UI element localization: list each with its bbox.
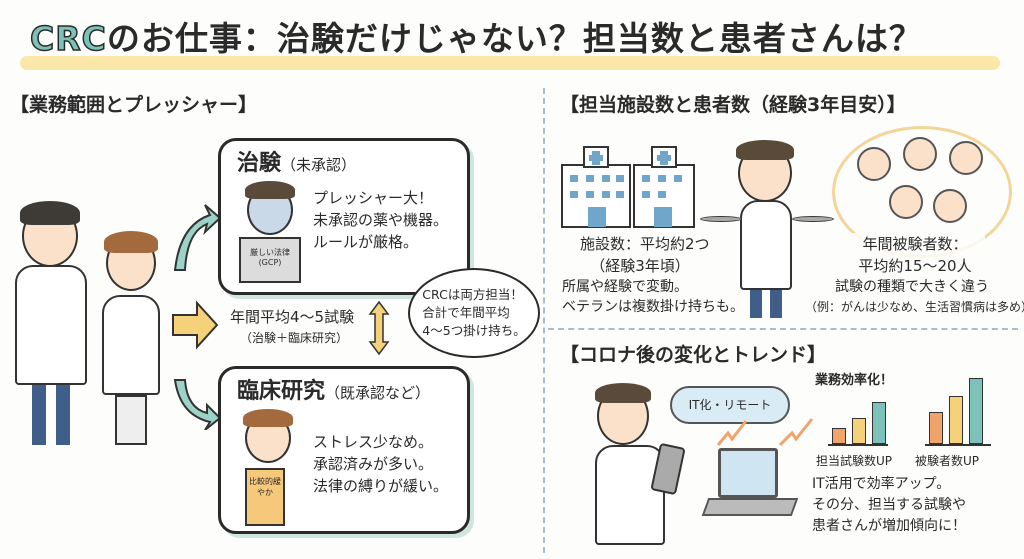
bar [832, 428, 846, 444]
cloud-icon: IT化・リモート [670, 386, 790, 424]
facility-count: 施設数：平均約2つ（経験3年頃） [580, 235, 710, 275]
trial-box: 治験（未承認） 厳しい法律(GCP) プレッシャー大！未承認の薬や機器。ルールが… [218, 138, 470, 295]
cloud-label: IT化・リモート [688, 398, 772, 412]
laptop-keyboard [701, 498, 799, 516]
hospital-icon [561, 146, 695, 228]
bar [969, 378, 983, 444]
annual-trials: 年間平均4〜5試験 [230, 308, 355, 326]
trials-up-label: 担当試験数UP [816, 454, 893, 468]
trial-description: プレッシャー大！未承認の薬や機器。ルールが厳格。 [313, 189, 449, 251]
bar [949, 396, 963, 444]
bar [852, 418, 866, 444]
facilities-heading: 【担当施設数と患者数（経験3年目安）】 [560, 94, 906, 116]
arrow-down-icon [173, 379, 220, 430]
title-crc: CRC [29, 18, 107, 59]
research-description: ストレス少なめ。承認済みが多い。法律の縛りが緩い。 [313, 433, 449, 495]
laptop-icon [718, 448, 778, 498]
bar [929, 412, 943, 444]
bar [872, 402, 886, 444]
page-title: CRCのお仕事：治験だけじゃない？担当数と患者さんは？ [29, 12, 923, 60]
horizontal-divider [548, 328, 1018, 330]
trend-description: IT活用で効率アップ。その分、担当する試験や患者さんが増加傾向に！ [812, 476, 966, 534]
vertical-divider [543, 88, 545, 553]
patient-note: 試験の種類で大きく違う [835, 279, 989, 295]
trials-up-chart [828, 400, 888, 446]
trial-title: 治験（未承認） [232, 145, 361, 177]
crc-holding-trays-illustration [700, 138, 834, 323]
patients-up-label: 被験者数UP [915, 454, 980, 468]
crc-with-tablet-illustration [585, 383, 695, 545]
annual-trials-note: （治験＋臨床研究） [240, 331, 349, 345]
patient-note-example: （例：がんは少なめ、生活習慣病は多め）。 [805, 300, 1024, 314]
book-gcp: 厳しい法律(GCP) [239, 237, 301, 283]
arrows-illustration [172, 204, 220, 430]
crc-staff-illustration [10, 195, 170, 455]
research-box: 臨床研究（既承認など） 比較的緩やか ストレス少なめ。承認済みが多い。法律の縛り… [218, 366, 470, 534]
stressed-staff-illustration: 厳しい法律(GCP) [235, 181, 305, 285]
facility-note: 所属や経験で変動。ベテランは複数掛け持ちも。 [562, 279, 744, 315]
title-text: のお仕事：治験だけじゃない？担当数と患者さんは？ [106, 19, 923, 58]
patient-count: 年間被験者数：平均約15〜20人 [845, 233, 985, 277]
arrow-right-icon [172, 300, 219, 350]
double-arrow-icon [368, 300, 390, 356]
trend-heading: 【コロナ後の変化とトレンド】 [560, 344, 827, 366]
efficiency-label: 業務効率化！ [815, 373, 894, 388]
book-relaxed: 比較的緩やか [245, 468, 285, 526]
hospital-icons [561, 146, 695, 228]
research-title: 臨床研究（既承認など） [232, 373, 435, 405]
arrow-up-icon [173, 204, 220, 271]
patients-up-chart [925, 372, 991, 446]
upward-zigzag-icons [716, 418, 814, 447]
relaxed-staff-illustration: 比較的緩やか [235, 409, 305, 528]
scope-heading: 【業務範囲とプレッシャー】 [10, 94, 258, 116]
patients-circle [832, 126, 1012, 258]
